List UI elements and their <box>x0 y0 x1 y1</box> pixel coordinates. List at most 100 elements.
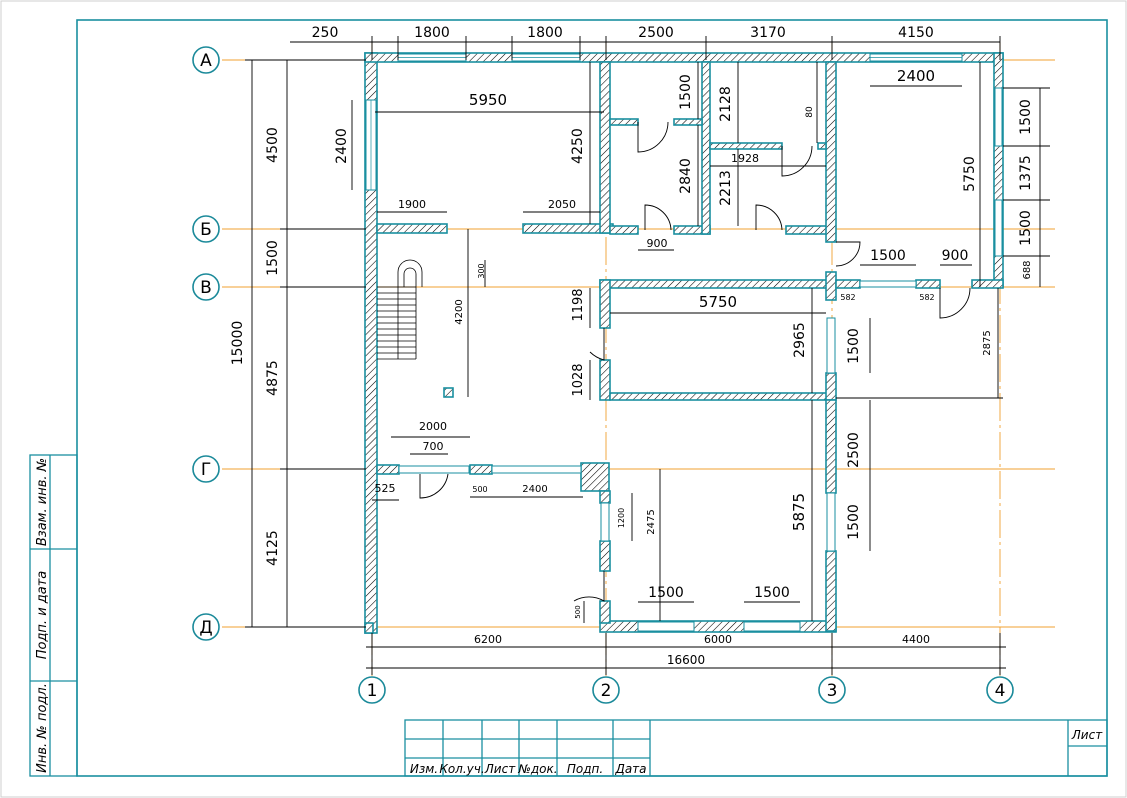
dim-2400a: 2400 <box>334 128 350 164</box>
dim-1928: 1928 <box>731 152 759 165</box>
dim-2475: 2475 <box>646 509 657 534</box>
tb-header-ndoc: №док. <box>517 762 557 776</box>
wall-wc-4 <box>817 142 827 150</box>
svg-text:4: 4 <box>995 681 1006 701</box>
wall-wc-1 <box>609 118 639 126</box>
dim-900a: 900 <box>647 237 668 250</box>
dim-1500h: 1500 <box>754 585 790 601</box>
dim-688: 688 <box>1022 260 1033 279</box>
dim-1375: 1375 <box>1018 155 1034 191</box>
dim-1500e: 1500 <box>846 328 862 364</box>
dim-525: 525 <box>375 482 396 495</box>
axis-col-3: 3 <box>818 676 846 704</box>
svg-text:3: 3 <box>827 681 838 701</box>
axis-row-a: А <box>192 46 220 74</box>
axis-row-b: Б <box>192 215 220 243</box>
wall-axis-2-upper <box>599 61 611 234</box>
wall-axis-3-low2 <box>825 550 837 632</box>
dim-4250: 4250 <box>570 128 586 164</box>
wall-g-1 <box>376 464 400 475</box>
dim-top-2500: 2500 <box>638 25 674 41</box>
dim-1500f: 1500 <box>846 504 862 540</box>
windows <box>365 53 1003 632</box>
dim-2213: 2213 <box>718 170 734 206</box>
dim-1028: 1028 <box>571 363 586 396</box>
tb-header-list: Лист <box>484 762 516 776</box>
tb-header-izm: Изм. <box>410 762 438 776</box>
dim-900b: 900 <box>942 248 969 264</box>
wall-axis-3-upper <box>825 61 837 243</box>
stamp-sign-date: Подп. и дата <box>35 571 50 660</box>
dim-bottom-6200: 6200 <box>474 633 502 646</box>
dim-top-250: 250 <box>312 25 339 41</box>
wall-room-bottom <box>609 392 833 401</box>
wall-b-stair-left <box>609 225 639 235</box>
dim-4200: 4200 <box>454 299 465 324</box>
wall-partition-2128 <box>701 61 711 235</box>
dim-1500a: 1500 <box>678 74 694 110</box>
dim-top-4150: 4150 <box>898 25 934 41</box>
dim-5875: 5875 <box>790 493 808 531</box>
tb-header-kolch: Кол.уч. <box>439 762 484 776</box>
dim-300: 300 <box>477 263 486 278</box>
dim-2050: 2050 <box>548 198 576 211</box>
wall-v-right-1 <box>835 279 861 289</box>
axis-row-v: В <box>192 273 220 301</box>
dimension-lines <box>245 36 1050 675</box>
walls <box>364 52 1004 634</box>
dim-2500: 2500 <box>846 432 862 468</box>
wall-axis-d-left <box>364 622 374 634</box>
title-block: Изм. Кол.уч. Лист №док. Подп. Дата Лист <box>404 719 1108 777</box>
svg-text:В: В <box>200 278 212 298</box>
axis-col-4: 4 <box>986 676 1014 704</box>
tb-header-podp: Подп. <box>567 762 603 776</box>
wall-2-low-3 <box>599 600 611 624</box>
wall-wc-2 <box>673 118 703 126</box>
wall-b-upper-room <box>599 279 833 289</box>
wall-axis-d-middle <box>599 620 837 633</box>
wall-b-right2 <box>785 225 833 235</box>
dim-500b: 500 <box>574 605 582 618</box>
dim-bottom-6000: 6000 <box>704 633 732 646</box>
dim-582b: 582 <box>919 293 934 302</box>
axis-row-d: Д <box>192 613 220 641</box>
dim-2400b: 2400 <box>897 67 935 85</box>
svg-text:2: 2 <box>601 681 612 701</box>
axis-markers: А Б В Г Д 1 2 3 4 <box>192 46 1014 704</box>
dim-1200: 1200 <box>617 508 626 528</box>
wall-b-left <box>376 223 448 234</box>
wall-wc-3 <box>709 142 783 150</box>
dim-1500c: 1500 <box>1018 210 1034 246</box>
dim-5950: 5950 <box>469 91 507 109</box>
dim-2965: 2965 <box>792 322 808 358</box>
dim-bottom-4400: 4400 <box>902 633 930 646</box>
axis-col-2: 2 <box>592 676 620 704</box>
side-stamp: Взам. инв. № Подп. и дата Инв. № подл. <box>29 454 78 777</box>
dim-1500b: 1500 <box>1018 99 1034 135</box>
dim-80: 80 <box>805 106 815 118</box>
dim-2840: 2840 <box>678 158 694 194</box>
dim-1500d: 1500 <box>870 248 906 264</box>
wall-room-left-1 <box>599 279 611 329</box>
dimension-texts: 250 1800 1800 2500 3170 4150 4500 1500 4… <box>230 25 1034 667</box>
wall-v-right-2 <box>915 279 941 289</box>
tb-header-data: Дата <box>614 762 646 776</box>
svg-text:Б: Б <box>200 220 212 240</box>
stair-column <box>443 387 454 398</box>
dim-2875: 2875 <box>982 330 993 355</box>
axis-row-g: Г <box>192 455 220 483</box>
dim-left-4500: 4500 <box>265 127 281 163</box>
dim-top-1800b: 1800 <box>527 25 563 41</box>
dim-left-total: 15000 <box>230 321 246 366</box>
staircase <box>377 259 423 360</box>
dim-top-1800a: 1800 <box>414 25 450 41</box>
dim-5750b: 5750 <box>699 293 737 311</box>
wall-axis-3-mid <box>825 372 837 401</box>
svg-text:Г: Г <box>201 460 211 480</box>
wall-v-right-3 <box>971 279 1004 289</box>
svg-text:А: А <box>200 51 212 71</box>
dim-500a: 500 <box>472 485 487 494</box>
wall-2-low-1 <box>599 490 611 504</box>
dim-2128: 2128 <box>718 86 734 122</box>
